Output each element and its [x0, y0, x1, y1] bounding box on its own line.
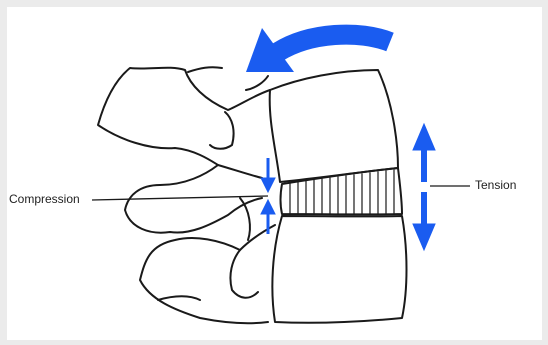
lower-vertebral-body: [272, 216, 406, 323]
lower-spinous-process: [140, 225, 275, 323]
double-arrow-diverging-icon: [413, 124, 435, 250]
tension-label: Tension: [475, 178, 516, 192]
intervertebral-disc: [281, 168, 403, 214]
upper-vertebral-body: [270, 70, 398, 182]
compression-label: Compression: [9, 192, 80, 206]
disc-striations: [290, 170, 394, 214]
curved-arrow-left-icon: [246, 28, 390, 72]
upper-spinous-process: [98, 68, 270, 178]
